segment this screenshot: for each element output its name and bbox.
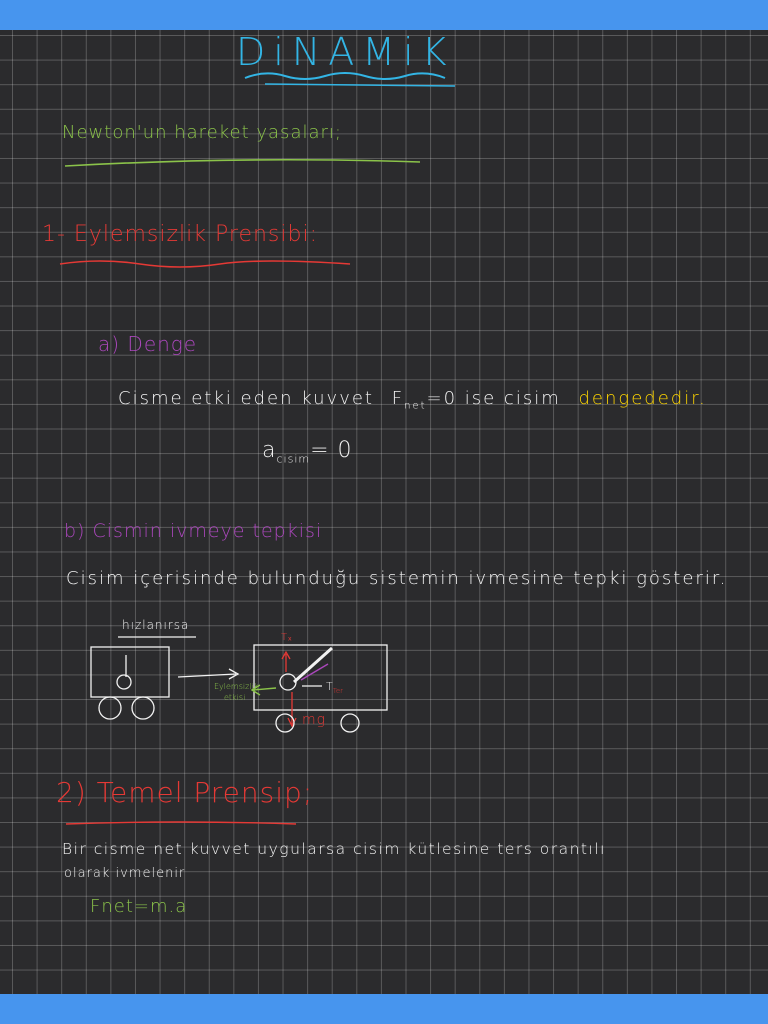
title-underline (244, 72, 456, 87)
bottom-bar (0, 994, 768, 1024)
section2-underline (65, 821, 297, 825)
page-title: DiNAMiK (236, 30, 455, 74)
subsection-b-text: Cisim içerisinde bulunduğu sistemin ivme… (66, 568, 728, 589)
right-cart-wheel-1 (275, 713, 295, 733)
section1-underline (59, 260, 351, 268)
notebook-page[interactable]: DiNAMiK Newton'un hareket yasaları; 1- E… (0, 30, 768, 994)
subsection-a-text: Cisme etki eden kuvvet Fnet=0 ise cisim … (118, 388, 707, 412)
top-bar (0, 0, 768, 30)
subtitle: Newton'un hareket yasaları; (62, 122, 342, 143)
right-cart-body (253, 644, 388, 711)
highlight-dengededir: dengededir. (578, 388, 707, 409)
subtitle-underline (64, 158, 421, 167)
a-text-part1: Cisme etki eden kuvvet (118, 388, 374, 409)
cart-diagram (90, 644, 388, 733)
section2-heading: 2) Temel Prensip; (56, 776, 314, 809)
left-pendulum-bob (116, 674, 132, 690)
motion-arrow (177, 673, 237, 678)
diagram-left-label-underline (118, 636, 196, 638)
right-cart-wheel-2 (340, 713, 360, 733)
left-cart-wheel-2 (131, 696, 155, 720)
section2-text-line1: Bir cisme net kuvvet uygularsa cisim küt… (62, 840, 606, 858)
diagram-left-label: hızlanırsa (122, 618, 190, 632)
section2-formula: Fnet=m.a (90, 896, 188, 917)
fnet-symbol: Fnet (391, 388, 427, 412)
subsection-b-heading: b) Cismin ivmeye tepkisi (64, 520, 323, 542)
acceleration-formula: acisim= 0 (262, 438, 353, 466)
diagram-tension-top: Tₓ (281, 632, 293, 643)
diagram-tension-side: TTer (326, 680, 344, 696)
diagram-fictive-label-2: etkisi (224, 693, 246, 702)
section1-heading: 1- Eylemsizlik Prensibi: (42, 222, 318, 247)
section2-text-line2: olarak ivmelenir (64, 866, 186, 881)
left-cart-body (90, 646, 170, 698)
left-cart-wheel-1 (98, 696, 122, 720)
diagram-fictive-label-1: Eylemsizlik (214, 682, 259, 691)
a-text-part2: =0 ise cisim (426, 388, 561, 409)
diagram-weight-label: mg (302, 712, 327, 728)
subsection-a-heading: a) Denge (98, 332, 198, 356)
right-pendulum-bob (279, 673, 297, 691)
